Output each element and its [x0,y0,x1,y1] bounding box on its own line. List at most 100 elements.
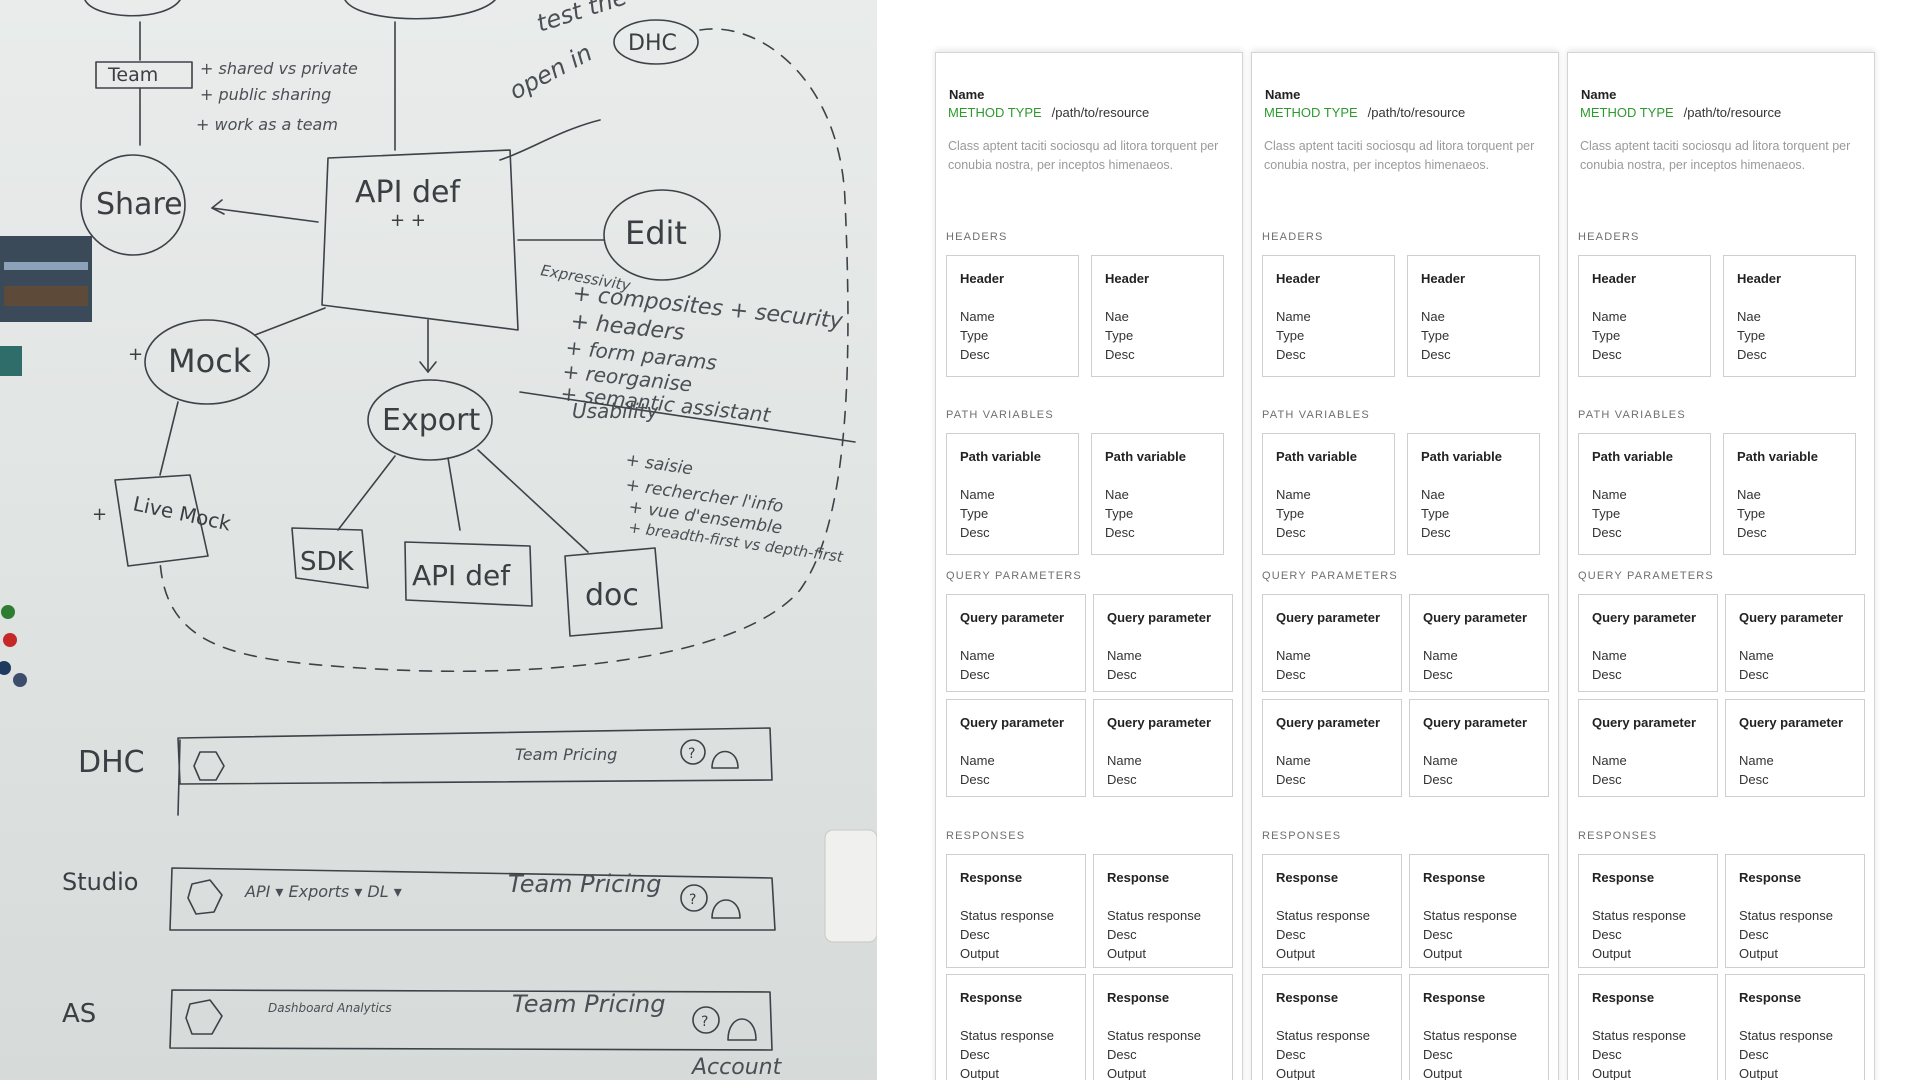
svg-text:+: + [92,504,107,525]
card-field: Output [1739,1066,1779,1080]
svg-text:Dashboard Analytics: Dashboard Analytics [268,1001,392,1015]
svg-text:DHC: DHC [628,31,677,56]
team-label: Team [107,64,158,86]
svg-text:open in: open in [505,39,597,106]
card-field: Desc [1739,927,1769,942]
card-field: Output [960,946,1000,961]
card-field: Desc [1739,1047,1769,1062]
whiteboard-sketch: Team + shared vs private + public sharin… [0,0,877,1080]
card-field: Desc [1107,927,1137,942]
card-title: Path variable [1737,449,1818,464]
card-title: Path variable [1592,449,1673,464]
endpoint-description: Class aptent taciti sociosqu ad litora t… [948,139,1219,172]
card-title: Response [1592,990,1655,1005]
card-field: Nae [1105,309,1129,324]
card-field: Name [960,753,995,768]
card-title: Response [1107,990,1170,1005]
card-title: Response [960,870,1023,885]
svg-text:AS: AS [62,999,96,1029]
card-field: Output [1423,1066,1463,1080]
card-field: Desc [1276,1047,1306,1062]
card-field: Desc [1423,772,1453,787]
card-field: Output [960,1066,1000,1080]
card-field: Desc [1107,772,1137,787]
svg-text:Mock: Mock [168,342,252,380]
card-title: Header [1105,271,1150,286]
svg-text:Team Pricing: Team Pricing [512,990,666,1018]
card-title: Response [1592,870,1655,885]
card-field: Desc [960,1047,990,1062]
svg-text:+ work as a team: + work as a team [196,115,338,134]
card-title: Response [1276,870,1339,885]
card-field: Nae [1737,309,1761,324]
card-field: Status response [960,1028,1054,1043]
card-field: Desc [1423,1047,1453,1062]
endpoint-signature: METHOD TYPE/path/to/resource [948,105,1149,120]
card-field: Desc [1105,525,1135,540]
card-field: Desc [960,347,990,362]
resource-path: /path/to/resource [1683,105,1782,120]
query-parameters-title: QUERY PARAMETERS [1262,570,1398,582]
card-field: Desc [1421,525,1451,540]
card-field: Desc [960,667,990,682]
method-type: METHOD TYPE [1264,105,1358,120]
card-title: Response [960,990,1023,1005]
dhc-bar [177,727,773,785]
postcard-photo [0,236,92,322]
card-title: Path variable [960,449,1041,464]
magnet [1,605,15,619]
card-field: Name [1592,309,1627,324]
path-variables-title: PATH VARIABLES [946,409,1054,421]
svg-text:+ public sharing: + public sharing [200,85,331,104]
card-title: Query parameter [1423,610,1528,625]
card-field: Name [1423,648,1458,663]
card-title: Query parameter [1592,610,1697,625]
card-field: Status response [1739,908,1833,923]
card-title: Query parameter [1739,610,1844,625]
card-title: Query parameter [1107,610,1212,625]
card-field: Status response [1592,1028,1686,1043]
card-field: Status response [1276,908,1370,923]
card-field: Output [1276,1066,1316,1080]
path-variables-title: PATH VARIABLES [1262,409,1370,421]
